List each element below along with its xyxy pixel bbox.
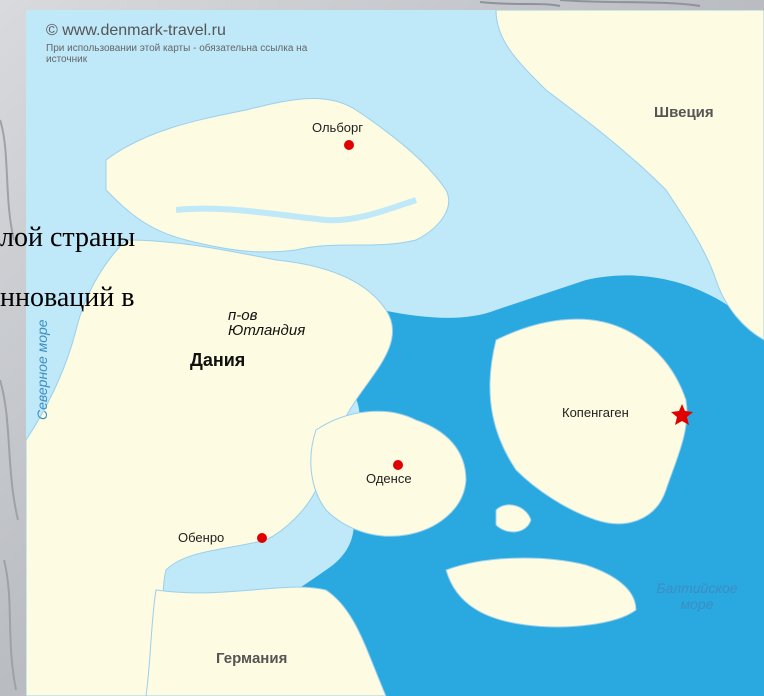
denmark-map: © www.denmark-travel.ru При использовани… xyxy=(26,10,764,696)
label-sweden: Швеция xyxy=(654,104,714,121)
city-label-aalborg: Ольборг xyxy=(312,120,363,135)
label-north-sea: Северное море xyxy=(34,319,50,420)
label-peninsula: п-ов Ютландия xyxy=(228,307,306,339)
label-baltic-sea: Балтийское море xyxy=(656,580,738,612)
city-label-odense: Оденсе xyxy=(366,471,412,486)
map-graphic xyxy=(26,10,764,696)
city-dot-aalborg xyxy=(344,140,354,150)
capital-star-icon xyxy=(671,404,693,425)
label-germany: Германия xyxy=(216,650,288,667)
city-dot-aabenraa xyxy=(257,533,267,543)
watermark-url: © www.denmark-travel.ru xyxy=(46,22,226,39)
watermark-note: При использовании этой карты - обязатель… xyxy=(46,43,308,65)
city-dot-odense xyxy=(393,460,403,470)
label-denmark: Дания xyxy=(190,350,246,370)
overlay-text-line-1: лой страны xyxy=(0,222,136,253)
city-label-copenhagen: Копенгаген xyxy=(562,405,629,420)
city-label-aabenraa: Обенро xyxy=(178,530,225,545)
overlay-text-line-2: нноваций в xyxy=(0,282,135,313)
